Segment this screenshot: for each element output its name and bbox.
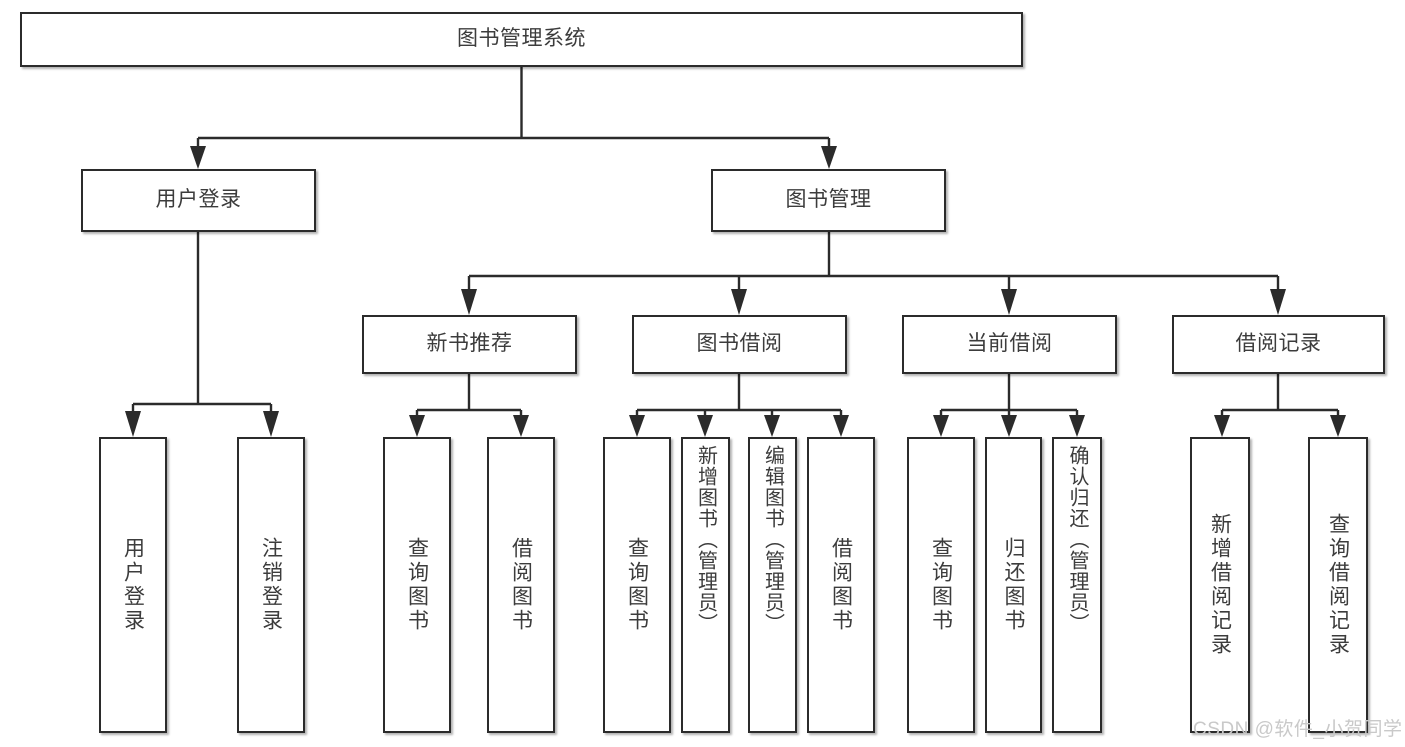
- node-label: 用户登录: [121, 537, 145, 633]
- node-leaf-query-book-recommend[interactable]: 查询图书: [383, 437, 451, 733]
- node-book-management[interactable]: 图书管理: [711, 169, 946, 232]
- node-label: 新增图书（管理员）: [694, 445, 717, 634]
- node-root-book-management-system[interactable]: 图书管理系统: [20, 12, 1023, 67]
- node-leaf-query-book-current[interactable]: 查询图书: [907, 437, 975, 733]
- node-leaf-borrow-book[interactable]: 借阅图书: [807, 437, 875, 733]
- node-book-borrow[interactable]: 图书借阅: [632, 315, 847, 374]
- node-user-login[interactable]: 用户登录: [81, 169, 316, 232]
- node-borrow-record[interactable]: 借阅记录: [1172, 315, 1385, 374]
- node-leaf-logout[interactable]: 注销登录: [237, 437, 305, 733]
- node-leaf-user-login[interactable]: 用户登录: [99, 437, 167, 733]
- node-label: 编辑图书（管理员）: [761, 445, 784, 634]
- node-leaf-edit-book-admin[interactable]: 编辑图书（管理员）: [748, 437, 797, 733]
- node-label: 借阅图书: [829, 537, 853, 633]
- node-label: 借阅图书: [509, 537, 533, 633]
- node-new-book-recommend[interactable]: 新书推荐: [362, 315, 577, 374]
- node-leaf-borrow-book-recommend[interactable]: 借阅图书: [487, 437, 555, 733]
- node-label: 当前借阅: [966, 332, 1053, 356]
- node-label: 查询图书: [929, 537, 953, 633]
- node-label: 确认归还（管理员）: [1066, 445, 1088, 634]
- node-leaf-query-borrow-record[interactable]: 查询借阅记录: [1308, 437, 1368, 733]
- node-label: 图书管理系统: [457, 27, 586, 51]
- node-leaf-confirm-return-admin[interactable]: 确认归还（管理员）: [1052, 437, 1102, 733]
- node-label: 新书推荐: [426, 332, 513, 356]
- node-label: 归还图书: [1002, 537, 1025, 633]
- node-current-borrow[interactable]: 当前借阅: [902, 315, 1117, 374]
- node-leaf-add-borrow-record[interactable]: 新增借阅记录: [1190, 437, 1250, 733]
- node-label: 查询图书: [625, 537, 649, 633]
- csdn-watermark: CSDN @软件_小贺同学: [1193, 719, 1403, 740]
- node-leaf-query-book-borrow[interactable]: 查询图书: [603, 437, 671, 733]
- node-label: 注销登录: [259, 537, 283, 633]
- node-label: 用户登录: [155, 188, 242, 212]
- node-label: 新增借阅记录: [1208, 513, 1232, 657]
- node-label: 借阅记录: [1235, 332, 1322, 356]
- node-label: 查询图书: [405, 537, 429, 633]
- node-label: 图书借阅: [696, 332, 783, 356]
- node-leaf-return-book[interactable]: 归还图书: [985, 437, 1042, 733]
- node-label: 图书管理: [785, 188, 872, 212]
- node-label: 查询借阅记录: [1326, 513, 1350, 657]
- node-leaf-add-book-admin[interactable]: 新增图书（管理员）: [681, 437, 730, 733]
